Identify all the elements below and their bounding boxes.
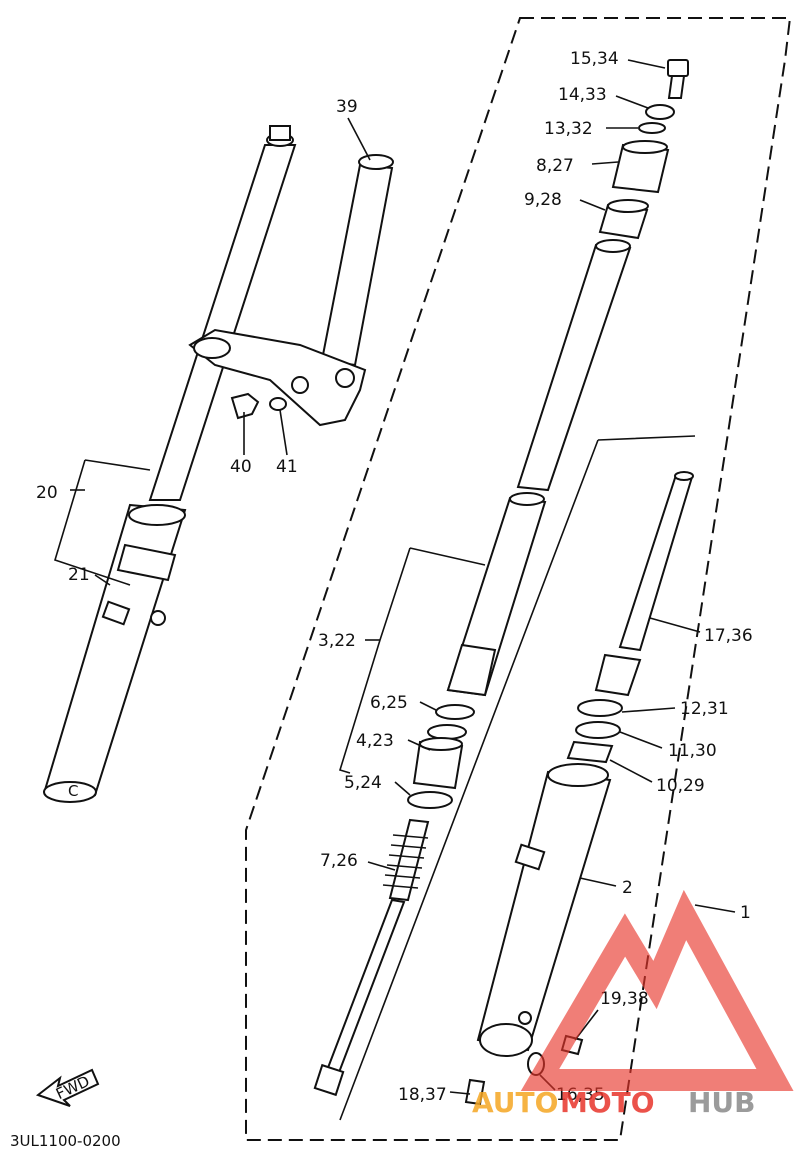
callout-9-28: 9,28: [524, 190, 562, 210]
callout-13-32: 13,32: [544, 119, 593, 139]
part-ring-5: [407, 791, 453, 809]
svg-text:AUTO: AUTO: [472, 1086, 558, 1119]
part-clip-12: [577, 699, 623, 717]
callout-3-22: 3,22: [318, 631, 356, 651]
diagram-code: 3UL1100-0200: [10, 1132, 121, 1150]
leader-lines: [70, 59, 736, 1095]
group-bracket-1: [339, 435, 696, 1121]
callout-11-30: 11,30: [668, 741, 717, 761]
svg-text:HUB: HUB: [688, 1086, 756, 1119]
part-ring-6: [435, 704, 475, 720]
callout-14-33: 14,33: [558, 85, 607, 105]
fwd-arrow-icon: FWD: [35, 1068, 100, 1107]
part-bolt-18: [464, 1078, 486, 1106]
part-damper-rod: [313, 818, 430, 1097]
part-oring-13: [638, 122, 666, 134]
callout-1: 1: [740, 903, 751, 923]
callout-18-37: 18,37: [398, 1085, 447, 1105]
part-ring-4: [427, 724, 467, 740]
svg-text:MOTO: MOTO: [560, 1086, 655, 1119]
assembly-boundary: [245, 17, 792, 1141]
callout-4-23: 4,23: [356, 731, 394, 751]
callout-10-29: 10,29: [656, 776, 705, 796]
callout-19-38: 19,38: [600, 989, 649, 1009]
callout-2: 2: [622, 878, 633, 898]
part-bolt-15: [667, 59, 689, 99]
part-inner-tube: [516, 243, 632, 492]
part-washer-14: [645, 104, 675, 120]
callout-40: 40: [230, 457, 252, 477]
assembled-fork: C: [43, 125, 394, 803]
callout-20: 20: [36, 483, 58, 503]
callout-7-26: 7,26: [320, 851, 358, 871]
callout-15-34: 15,34: [570, 49, 619, 69]
part-washer-11: [575, 721, 621, 739]
part-bushing-10: [566, 740, 614, 764]
callout-41: 41: [276, 457, 298, 477]
callout-12-31: 12,31: [680, 699, 729, 719]
callout-6-25: 6,25: [370, 693, 408, 713]
callout-21: 21: [68, 565, 90, 585]
pinch-bolt: [230, 392, 287, 420]
part-outer-tube: [476, 763, 612, 1057]
watermark-logo: AUTO MOTO HUB: [472, 889, 794, 1119]
callout-17-36: 17,36: [704, 626, 753, 646]
svg-text:C: C: [68, 782, 78, 800]
callout-39: 39: [336, 97, 358, 117]
part-spring-17: [594, 471, 694, 697]
callout-8-27: 8,27: [536, 156, 574, 176]
group-bracket-3: [338, 547, 486, 774]
callout-5-24: 5,24: [344, 773, 382, 793]
svg-text:FWD: FWD: [53, 1072, 92, 1103]
group-bracket-20: [54, 459, 151, 586]
